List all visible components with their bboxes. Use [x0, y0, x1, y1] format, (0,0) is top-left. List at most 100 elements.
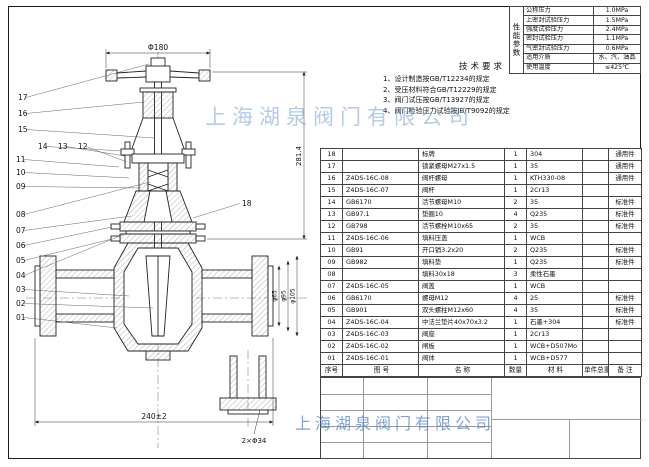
- balloon-leader-line: [65, 146, 126, 157]
- bom-cell: 中法兰垫片40x70x3.2: [418, 316, 505, 329]
- bom-cell: 标准件: [608, 244, 642, 257]
- balloon-number: 02: [16, 299, 26, 308]
- middle-flange: [110, 221, 206, 244]
- bom-cell: 2Cr13: [526, 328, 583, 341]
- bom-cell: 柔性石墨: [526, 268, 583, 281]
- bom-cell: 09: [320, 256, 343, 269]
- bom-cell: 35: [526, 196, 583, 209]
- technical-requirement-item: 1、设计制造按GB/T12234的规定: [383, 75, 490, 83]
- bom-cell: 通用件: [608, 172, 642, 185]
- title-block: [320, 377, 642, 459]
- bom-cell: 1: [504, 352, 527, 365]
- performance-param-value: 1.0MPa: [605, 7, 629, 15]
- balloon-number: 15: [18, 125, 28, 134]
- bom-cell: 4: [504, 208, 527, 221]
- bom-cell: 阀座: [418, 328, 505, 341]
- balloon-number: 12: [78, 142, 88, 151]
- bom-cell: WCB: [526, 280, 583, 293]
- bom-cell: 标准件: [608, 316, 642, 329]
- balloon-number: 08: [16, 210, 26, 219]
- valve-drawing: Φ180 240±2 2×Φ34 281.4 φ65 φ95 φ105 1716…: [16, 43, 308, 448]
- title-block-divider: [321, 410, 491, 411]
- bom-cell: [582, 220, 609, 233]
- balloon-leader-line: [23, 317, 118, 329]
- bom-cell: Z4DS-16C-02: [342, 340, 419, 353]
- performance-row: 强度试验压力 2.4MPa: [524, 25, 640, 36]
- performance-param-label: 强度试验压力: [524, 25, 594, 35]
- dim-handwheel-dia: Φ180: [148, 43, 168, 52]
- bom-cell: 01: [320, 352, 343, 365]
- bom-cell: [608, 268, 642, 281]
- bom-cell: 垫圈10: [418, 208, 505, 221]
- bom-cell: 标准件: [608, 220, 642, 233]
- dimension-labels: Φ180 240±2 2×Φ34 281.4 φ65 φ95 φ105: [141, 43, 303, 445]
- bom-cell: [608, 184, 642, 197]
- bom-cell: 标准件: [608, 208, 642, 221]
- bom-header-cell: 数量: [504, 364, 527, 377]
- dim-flange-d2: φ95: [281, 290, 288, 302]
- handwheel: [105, 57, 211, 83]
- bom-cell: 07: [320, 280, 343, 293]
- bom-cell: [342, 148, 419, 161]
- bom-cell: 1: [504, 328, 527, 341]
- bom-header-cell: 名 称: [418, 364, 505, 377]
- bom-cell: [582, 244, 609, 257]
- bom-cell: WCB: [526, 232, 583, 245]
- bom-cell: 14: [320, 196, 343, 209]
- technical-requirements-title: 技术要求: [458, 62, 505, 72]
- bom-header-row: 序号图 号名 称数量材 料单件总重备 注: [320, 364, 642, 377]
- performance-param-value: 1.5MPa: [605, 16, 629, 24]
- bom-cell: 石墨+304: [526, 316, 583, 329]
- balloon-number: 11: [16, 155, 26, 164]
- bom-cell: Z4DS-16C-05: [342, 280, 419, 293]
- bom-cell: 25: [526, 292, 583, 305]
- bom-cell: [582, 292, 609, 305]
- performance-row: 适用介质水、汽、油品: [524, 54, 640, 64]
- balloon-leader-line: [23, 303, 154, 309]
- bom-cell: 13: [320, 208, 343, 221]
- performance-param-value: ≤425℃: [605, 64, 629, 72]
- bom-cell: GB91: [342, 244, 419, 257]
- balloon-leader-line: [25, 101, 145, 114]
- bom-cell: 02: [320, 340, 343, 353]
- bom-cell: [582, 352, 609, 365]
- technical-requirement-item: 2、受压材料符合GB/T12229的规定: [383, 85, 497, 94]
- bom-cell: 35: [526, 304, 583, 317]
- bom-cell: 填料30x18: [418, 268, 505, 281]
- bom-cell: Q235: [526, 256, 583, 269]
- bom-cell: 15: [320, 184, 343, 197]
- bom-cell: 04: [320, 316, 343, 329]
- bom-cell: 标准件: [608, 256, 642, 269]
- bom-cell: WCB+D507Mo: [526, 340, 583, 353]
- bom-cell: 2: [504, 196, 527, 209]
- bom-cell: [608, 340, 642, 353]
- bom-cell: 螺母M12: [418, 292, 505, 305]
- bom-cell: Z4DS-16C-04: [342, 316, 419, 329]
- bom-cell: 阀盖: [418, 280, 505, 293]
- bom-cell: [582, 340, 609, 353]
- bom-cell: 标准件: [608, 292, 642, 305]
- performance-param-value: 2.4MPa: [605, 25, 629, 33]
- bom-cell: [582, 208, 609, 221]
- title-block-divider: [321, 426, 491, 427]
- bom-cell: 10: [320, 244, 343, 257]
- bom-cell: 1: [504, 316, 527, 329]
- bom-cell: 1: [504, 256, 527, 269]
- bom-cell: 填料垫: [418, 256, 505, 269]
- bom-cell: 阀体: [418, 352, 505, 365]
- dim-flange-d1: φ65: [272, 290, 279, 302]
- bom-cell: [582, 184, 609, 197]
- bonnet: [123, 190, 193, 223]
- bom-cell: 06: [320, 292, 343, 305]
- performance-param-label: 公称压力: [524, 7, 594, 16]
- balloon-leader-line: [85, 146, 128, 163]
- bom-cell: [582, 304, 609, 317]
- title-block-divider: [321, 442, 491, 443]
